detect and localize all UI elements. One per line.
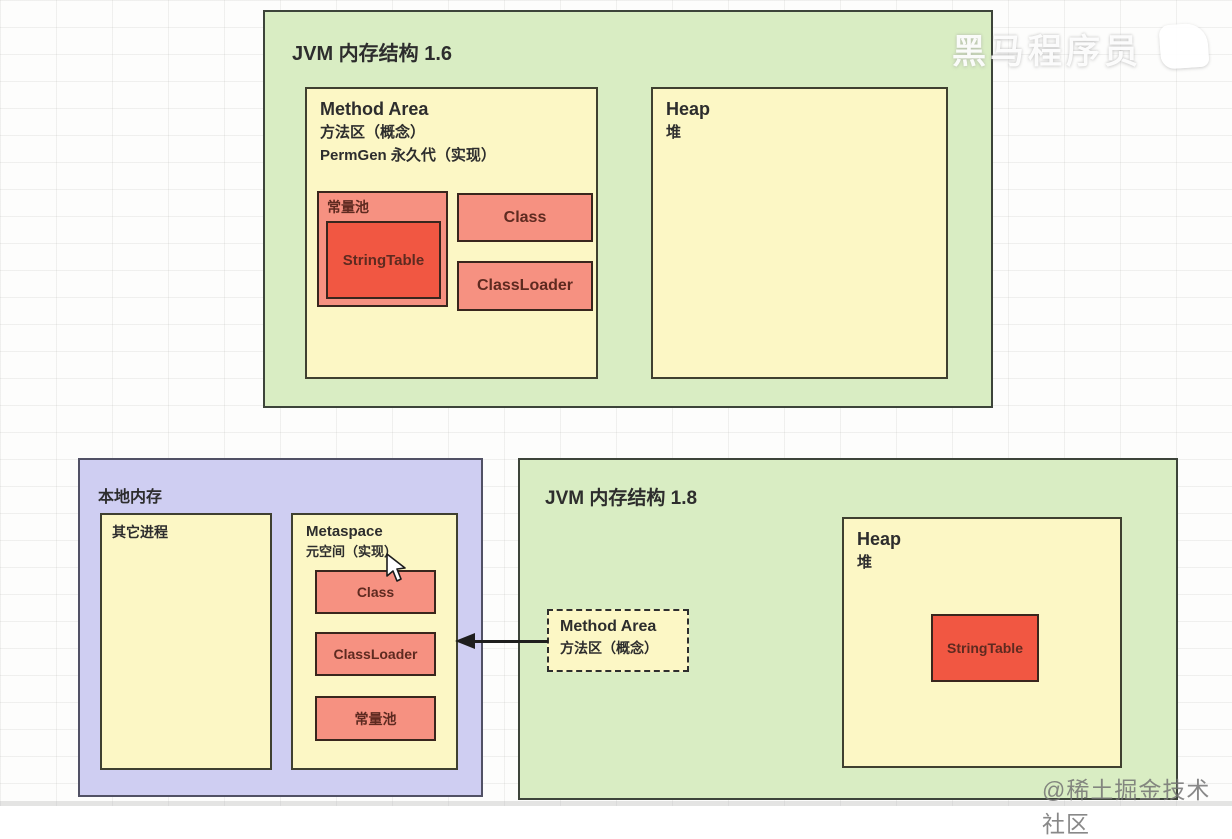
class-label: Class <box>503 208 547 226</box>
heap-title: Heap <box>666 99 711 119</box>
jvm16-stringtable-box: StringTable <box>326 221 441 299</box>
classloader-label: ClassLoader <box>476 277 574 294</box>
constant-pool-label: 常量池 <box>327 199 369 215</box>
metaspace-box: Metaspace 元空间（实现） Class ClassLoader 常量池 <box>291 513 458 770</box>
watermark-brand-logo-icon <box>1158 22 1210 70</box>
method-area-to-metaspace-arrow-line <box>473 640 548 643</box>
constant-pool-label: 常量池 <box>354 710 397 727</box>
jvm18-title: JVM 内存结构 1.8 <box>545 488 698 509</box>
mouse-cursor-icon <box>386 553 406 582</box>
jvm16-heap-box: Heap 堆 <box>651 87 948 379</box>
other-process-heading: 其它进程 <box>112 521 168 544</box>
jvm18-heap-heading: Heap 堆 <box>857 527 901 574</box>
jvm16-method-area-heading: Method Area 方法区（概念） PermGen 永久代（实现） <box>320 97 496 167</box>
classloader-label: ClassLoader <box>333 646 418 662</box>
metaspace-classloader-box: ClassLoader <box>315 632 436 676</box>
heap-title: Heap <box>857 529 902 549</box>
bottom-edge-strip <box>0 801 1232 806</box>
jvm16-panel: JVM 内存结构 1.6 Method Area 方法区（概念） PermGen… <box>263 10 993 408</box>
metaspace-title: Metaspace <box>306 523 383 540</box>
other-process-box: 其它进程 <box>100 513 272 770</box>
jvm18-stringtable-box: StringTable <box>931 614 1039 682</box>
heap-subtitle: 堆 <box>666 124 682 141</box>
jvm16-class-box: Class <box>457 193 593 242</box>
method-area-to-metaspace-arrow-head <box>455 633 475 649</box>
method-area-title: Method Area <box>560 618 657 635</box>
method-area-subtitle: 方法区（概念） <box>320 124 426 141</box>
jvm16-constant-pool-box: 常量池 StringTable <box>317 191 448 307</box>
native-memory-panel: 本地内存 其它进程 Metaspace 元空间（实现） Class ClassL… <box>78 458 483 797</box>
metaspace-heading: Metaspace 元空间（实现） <box>306 521 397 561</box>
metaspace-subtitle: 元空间（实现） <box>306 544 398 559</box>
method-area-subtitle: 方法区（概念） <box>560 640 658 656</box>
stringtable-label: StringTable <box>342 251 425 269</box>
jvm16-method-area-box: Method Area 方法区（概念） PermGen 永久代（实现） 常量池 … <box>305 87 598 379</box>
method-area-title: Method Area <box>320 99 429 119</box>
heap-subtitle: 堆 <box>857 554 873 571</box>
method-area-impl: PermGen 永久代（实现） <box>320 147 496 164</box>
jvm16-title: JVM 内存结构 1.6 <box>292 43 453 65</box>
metaspace-constant-pool-box: 常量池 <box>315 696 436 741</box>
jvm18-heap-box: Heap 堆 StringTable <box>842 517 1122 768</box>
class-label: Class <box>356 584 395 600</box>
jvm18-method-area-heading: Method Area 方法区（概念） <box>560 616 658 658</box>
other-process-label: 其它进程 <box>112 524 168 540</box>
jvm16-classloader-box: ClassLoader <box>457 261 593 311</box>
jvm16-heap-heading: Heap 堆 <box>666 97 710 144</box>
watermark-brand-text: 黑马程序员 <box>952 33 1142 71</box>
metaspace-class-box: Class <box>315 570 436 614</box>
jvm18-method-area-dashed-box: Method Area 方法区（概念） <box>547 609 689 672</box>
stringtable-label: StringTable <box>947 640 1023 656</box>
native-memory-title: 本地内存 <box>98 489 163 506</box>
